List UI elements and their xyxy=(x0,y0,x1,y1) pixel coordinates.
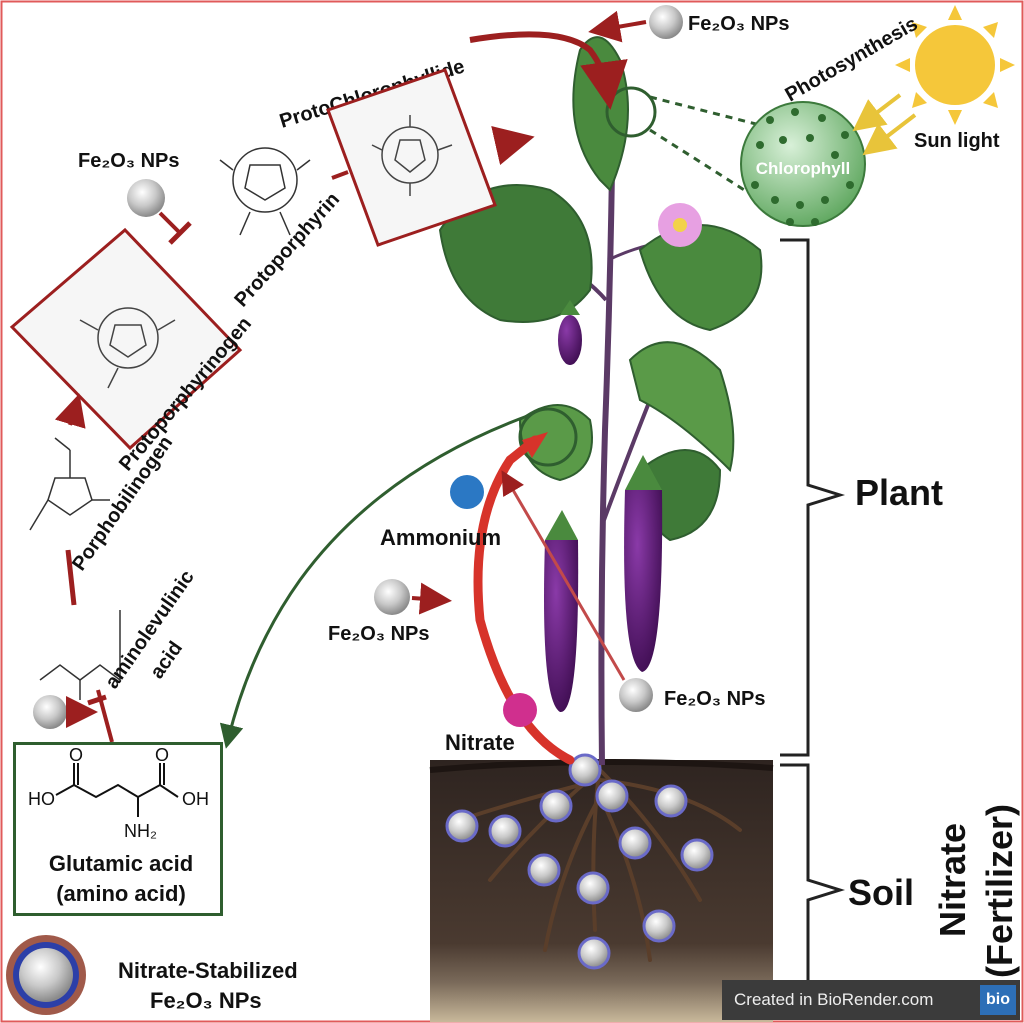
soil-label: Soil xyxy=(848,872,914,913)
photosynthesis-label: Photosynthesis xyxy=(782,13,922,107)
leaf-to-glutamic-arrow xyxy=(219,413,531,749)
porphobilinogen-structure xyxy=(29,437,110,531)
fe-label-top: Fe₂O₃ NPs xyxy=(688,13,790,35)
nitrate-path-arrowhead xyxy=(522,432,548,458)
leaf-top xyxy=(572,36,629,192)
legend-label-2: Fe₂O₃ NPs xyxy=(150,988,262,1013)
protochlorophyllide-structure-box xyxy=(326,68,497,247)
dashed-line-2 xyxy=(649,128,761,202)
fe-left-inhibition-line xyxy=(158,211,182,235)
eggplant-plant xyxy=(438,36,763,766)
nitrate-dot xyxy=(503,693,537,727)
chlorophyll-label: Chlorophyll xyxy=(756,159,850,178)
ammonium-label: Ammonium xyxy=(380,525,501,550)
protoporphyrin-to-protochlorophyllide-connector xyxy=(331,170,349,180)
fe-nanoparticle-left xyxy=(127,179,165,217)
glutamic-acid-label: Glutamic acid xyxy=(48,851,194,876)
fe-nanoparticle-mid xyxy=(374,579,410,615)
glu-ho-left: HO xyxy=(28,789,55,809)
protochlorophyllide-to-leaf-arrow xyxy=(491,126,535,166)
legend-nanoparticle-icon xyxy=(6,935,86,1015)
soil-block xyxy=(429,753,774,1022)
glu-nh2: NH₂ xyxy=(124,821,157,841)
fe-nanoparticle-right xyxy=(619,678,653,712)
sun-light-label: Sun light xyxy=(914,130,1000,152)
flower xyxy=(658,203,702,260)
ammonium-dot xyxy=(450,475,484,509)
glu-oh-right: OH xyxy=(182,789,209,809)
glutamic-acid-structure: O O HO OH NH₂ xyxy=(28,745,209,841)
chlorophyll-sphere: Chlorophyll xyxy=(740,101,866,227)
sunlight-arrow-1 xyxy=(852,93,902,132)
fe-mid-arrow xyxy=(411,582,452,615)
glutamic-acid-box: O O HO OH NH₂ Glutamic acid (amino acid) xyxy=(13,742,223,916)
fe-label-right: Fe₂O₃ NPs xyxy=(664,688,766,710)
glu-o-left: O xyxy=(69,745,83,765)
pathway-connector-bar xyxy=(65,549,77,606)
protoporphyrinogen-structure-box xyxy=(9,227,243,451)
aminolevulinic-acid-structure xyxy=(39,610,121,700)
soil-nanoparticles xyxy=(445,753,714,970)
porphobilinogen-to-protoporphyrinogen-arrow xyxy=(54,393,86,429)
leaf-left-large xyxy=(438,184,593,323)
fe-right-arrow xyxy=(501,470,626,681)
legend-label-1: Nitrate-Stabilized xyxy=(118,958,298,983)
fe-nanoparticle-bottom-left xyxy=(33,695,67,729)
biorender-logo-icon: bio xyxy=(980,985,1016,1015)
glutamic-to-ala-inhibition-bar xyxy=(87,694,107,706)
glu-o-right: O xyxy=(155,745,169,765)
plant-brace xyxy=(780,238,846,757)
fe-nanoparticle-top xyxy=(649,5,683,39)
fe-label-left: Fe₂O₃ NPs xyxy=(78,150,180,172)
leaf-zoom-circle-mid xyxy=(518,407,578,467)
protoporphyrin-structure xyxy=(219,147,311,236)
eggplants xyxy=(544,300,663,713)
fertilizer-label-1: Nitrate xyxy=(932,823,973,937)
leaf-zoom-circle-top xyxy=(605,86,657,138)
nitrate-label: Nitrate xyxy=(445,730,515,755)
glutamic-acid-sublabel: (amino acid) xyxy=(56,881,186,906)
nitrate-ammonium-path xyxy=(473,435,575,765)
fe-top-arrow xyxy=(588,10,647,43)
sunlight-arrow-2 xyxy=(862,113,917,156)
fe-label-mid: Fe₂O₃ NPs xyxy=(328,623,430,645)
sun-icon xyxy=(895,5,1015,125)
fe-left-inhibition-bar xyxy=(168,221,192,245)
watermark-text: Created in BioRender.com xyxy=(734,990,934,1009)
fertilizer-label-2: (Fertilizer) xyxy=(979,804,1020,978)
leaf-right-upper xyxy=(638,224,763,332)
protochlorophyllide-arrow xyxy=(469,31,628,110)
soil-brace xyxy=(780,763,846,1017)
dashed-line-1 xyxy=(649,95,761,127)
biorender-watermark: Created in BioRender.com bio xyxy=(722,980,1020,1020)
leaf-right-mid xyxy=(628,341,735,472)
plant-label: Plant xyxy=(855,472,943,513)
